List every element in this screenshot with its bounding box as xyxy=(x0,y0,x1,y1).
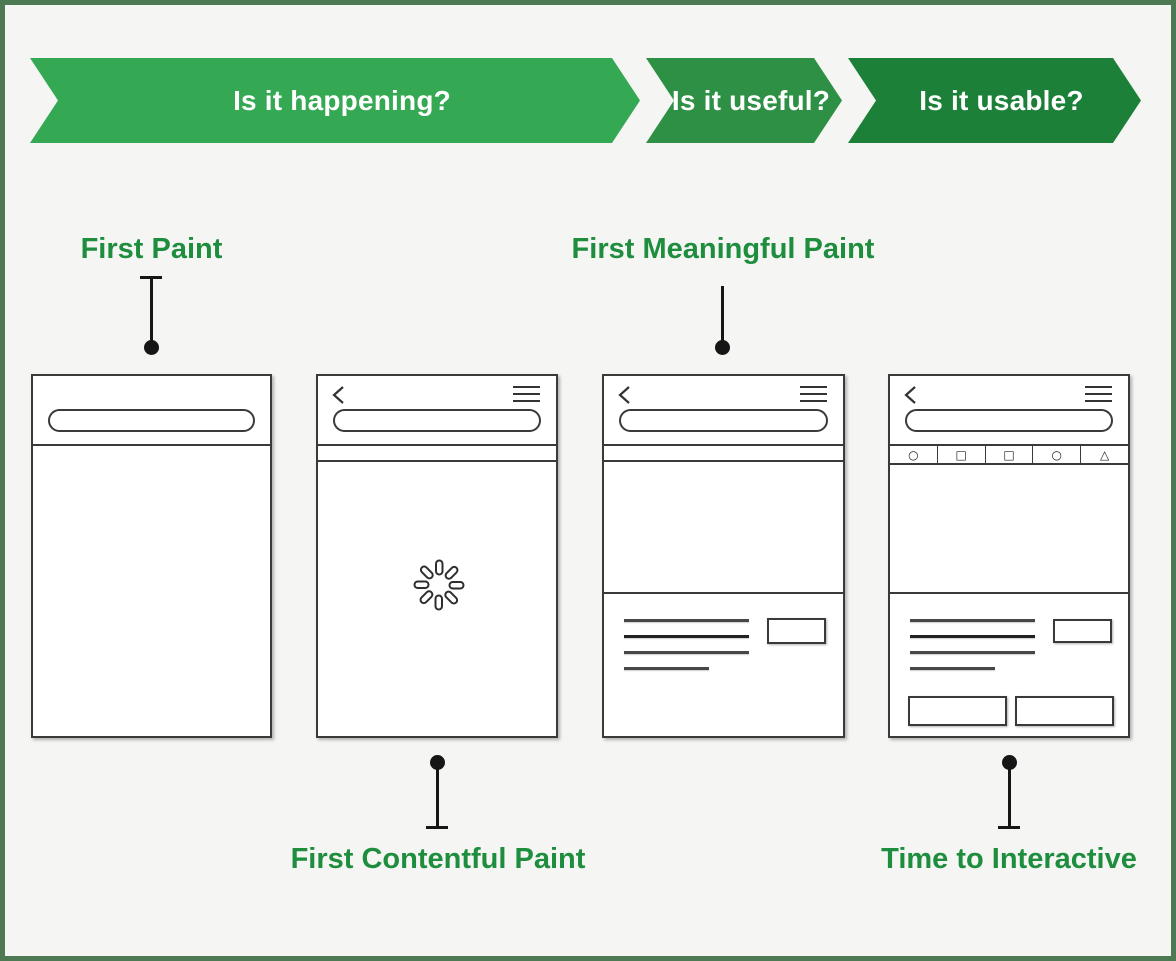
back-chevron-icon xyxy=(331,385,347,405)
label-time-to-interactive: Time to Interactive xyxy=(881,843,1137,875)
banner-is-it-usable: Is it usable? xyxy=(848,58,1141,143)
text-line xyxy=(624,651,749,654)
hero-divider xyxy=(890,592,1128,594)
banner-label: Is it useful? xyxy=(671,84,831,116)
back-chevron-icon xyxy=(903,385,919,405)
hamburger-menu-icon xyxy=(800,386,827,403)
label-first-paint: First Paint xyxy=(80,233,223,265)
text-line xyxy=(910,619,1035,622)
hamburger-menu-icon xyxy=(1085,386,1112,403)
label-first-contentful-paint: First Contentful Paint xyxy=(290,843,586,875)
phone-first-contentful-paint xyxy=(316,374,558,738)
text-line xyxy=(624,619,749,622)
banner-label: Is it usable? xyxy=(919,84,1084,116)
toolbar-strip xyxy=(318,446,556,462)
tab-square-icon: □ xyxy=(986,446,1034,463)
phone-first-meaningful-paint xyxy=(602,374,845,738)
timeline-line xyxy=(721,286,724,348)
browser-header xyxy=(890,376,1128,446)
timeline-cap xyxy=(426,826,448,829)
banner-is-it-useful: Is it useful? xyxy=(646,58,842,143)
loading-spinner-icon xyxy=(413,559,465,611)
banner-label: Is it happening? xyxy=(233,84,451,116)
url-bar xyxy=(48,409,255,432)
url-bar xyxy=(333,409,541,432)
browser-header xyxy=(33,376,270,446)
action-button xyxy=(1015,696,1114,726)
cta-button xyxy=(767,618,826,644)
timeline-dot xyxy=(144,340,159,355)
timeline-dot xyxy=(715,340,730,355)
tab-circle-icon: ○ xyxy=(890,446,938,463)
browser-header xyxy=(604,376,843,446)
tab-square-icon: □ xyxy=(938,446,986,463)
phone-time-to-interactive: ○ □ □ ○ △ xyxy=(888,374,1130,738)
url-bar xyxy=(619,409,828,432)
hero-divider xyxy=(604,592,843,594)
timeline-cap xyxy=(998,826,1020,829)
cta-button xyxy=(1053,619,1112,643)
browser-header xyxy=(318,376,556,446)
timeline-dot xyxy=(430,755,445,770)
back-chevron-icon xyxy=(617,385,633,405)
timeline-line xyxy=(1008,763,1011,827)
tab-bar: ○ □ □ ○ △ xyxy=(890,446,1128,465)
banner-is-it-happening: Is it happening? xyxy=(30,58,640,143)
timeline-line xyxy=(436,763,439,827)
action-button xyxy=(908,696,1007,726)
text-line xyxy=(910,667,995,670)
text-line xyxy=(624,667,709,670)
toolbar-strip xyxy=(604,446,843,462)
timeline-line xyxy=(150,277,153,347)
text-line xyxy=(624,635,749,638)
tab-circle-icon: ○ xyxy=(1033,446,1082,463)
hamburger-menu-icon xyxy=(513,386,540,403)
text-line xyxy=(910,635,1035,638)
url-bar xyxy=(905,409,1113,432)
label-first-meaningful-paint: First Meaningful Paint xyxy=(571,233,875,265)
tab-triangle-icon: △ xyxy=(1099,447,1110,462)
text-line xyxy=(910,651,1035,654)
timeline-dot xyxy=(1002,755,1017,770)
phone-first-paint xyxy=(31,374,272,738)
